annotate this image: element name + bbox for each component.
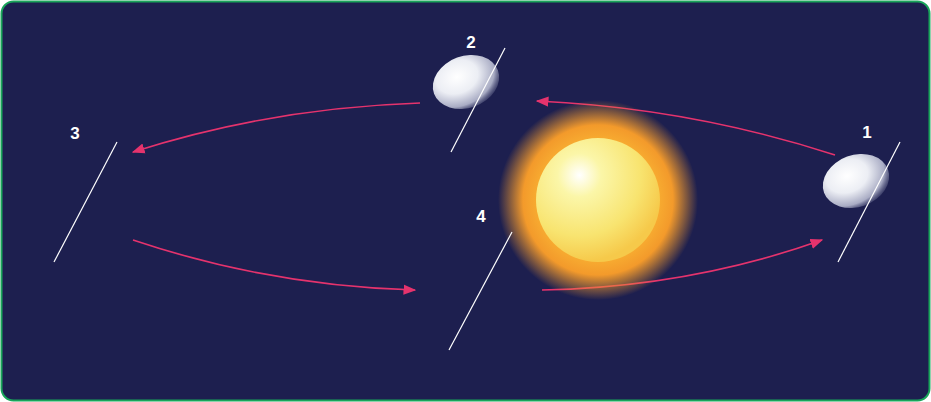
position-number: 1: [862, 124, 871, 141]
earth: [425, 46, 897, 217]
position-number: 4: [476, 208, 485, 225]
position-number: 3: [70, 125, 79, 142]
sun: [498, 100, 698, 300]
orbit-arrows: [133, 101, 835, 290]
earth-axis: [54, 48, 900, 350]
position-number: 2: [466, 34, 475, 51]
